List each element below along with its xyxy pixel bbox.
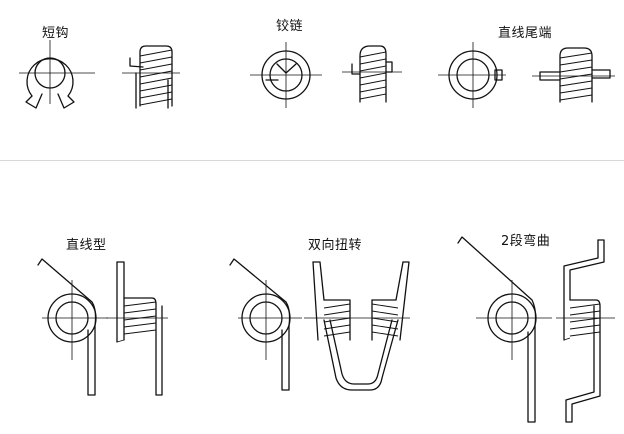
short-hook-side-view [122,45,180,109]
short-hook-end-view [19,40,95,109]
label-double-torsion: 双向扭转 [308,238,363,253]
straight-type-side-view [106,261,168,396]
straight-end-side-view [532,47,615,103]
double-torsion-end-view [229,258,302,391]
label-straight-end: 直线尾端 [498,26,553,41]
two-step-bend-side-view [556,239,615,423]
double-torsion-side-view [304,261,410,391]
label-straight-type: 直线型 [66,238,107,253]
two-step-bend-end-view [457,236,552,423]
straight-end-end-view [438,42,506,108]
straight-type-end-view [37,258,108,396]
hinge-side-view [342,45,402,103]
label-short-hook: 短钩 [42,26,70,41]
section-divider [0,160,624,161]
hinge-end-view [250,42,322,108]
label-two-step-bend: 2段弯曲 [501,234,551,249]
label-hinge: 铰链 [276,19,304,34]
